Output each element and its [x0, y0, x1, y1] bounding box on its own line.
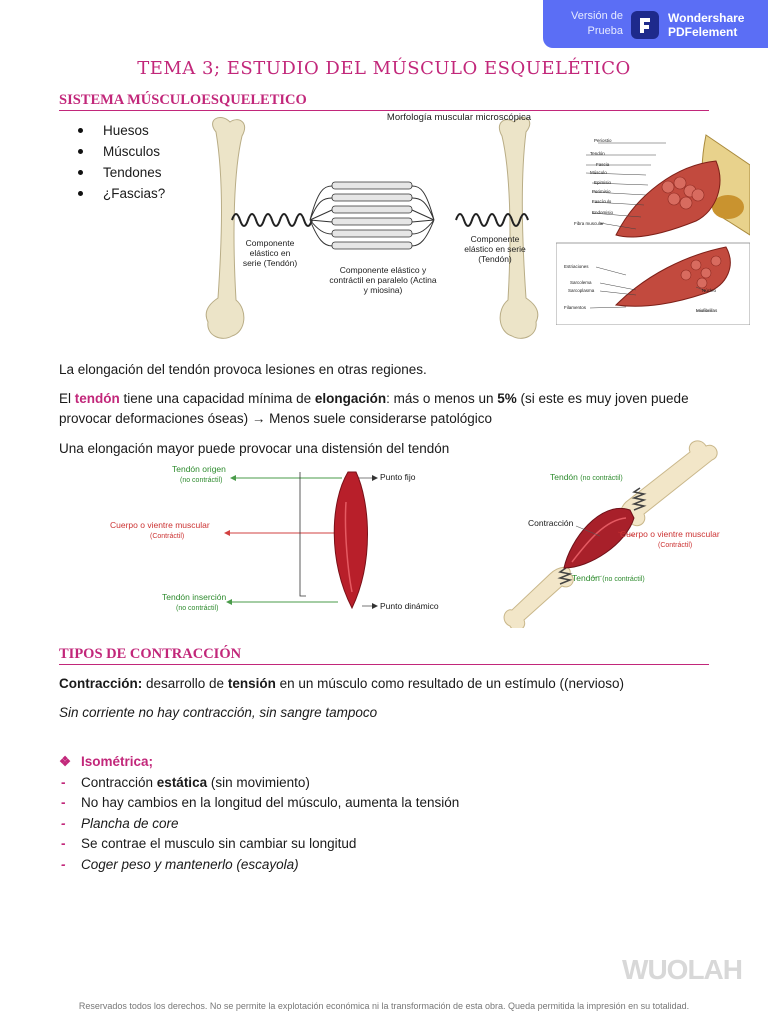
label-paralelo: Componente elástico y contráctil en para… — [329, 265, 437, 295]
anatomy-label: Miofibrillas — [696, 308, 718, 313]
anatomy-label: Endomisio — [592, 210, 614, 215]
muscle-contraction-figure: Tendón (no contráctil) Contracción Cuerp… — [500, 440, 768, 631]
footer-rights: Reservados todos los derechos. No se per… — [78, 1001, 690, 1011]
muscle-parts-illustration — [224, 471, 378, 610]
list-item: No hay cambios en la longitud del múscul… — [59, 793, 459, 814]
paragraph-contraccion-definicion: Contracción: desarrollo de tensión en un… — [59, 676, 625, 691]
anatomy-label: Tendón — [590, 151, 605, 156]
label-contractil: (Contráctil) — [658, 542, 693, 549]
label-tendon-origen: Tendón origen — [172, 464, 226, 474]
muscle-parts-figure: Tendón origen (no contráctil) Cuerpo o v… — [100, 462, 460, 620]
anatomy-label: Fascículo — [592, 199, 612, 204]
label-no-contractil: (no contráctil) — [180, 477, 223, 484]
label-contractil: (Contráctil) — [150, 533, 185, 540]
paragraph-nota: Sin corriente no hay contracción, sin sa… — [59, 705, 378, 720]
list-item: ¿Fascias? — [75, 183, 165, 204]
label-cuerpo-muscular: Cuerpo o vientre muscular — [110, 520, 210, 530]
label-tendon-top: Tendón (no contráctil) — [550, 472, 623, 482]
label-cuerpo-muscular: Cuerpo o vientre muscular — [620, 529, 720, 539]
page-title: TEMA 3; ESTUDIO DEL MÚSCULO ESQUELÉTICO — [137, 58, 631, 79]
list-item: Plancha de core — [59, 814, 459, 835]
list-item: Coger peso y mantenerlo (escayola) — [59, 855, 459, 876]
figure-title: Morfología muscular microscópica — [386, 112, 532, 123]
anatomy-label: Sarcolema — [570, 280, 592, 285]
paragraph-elongacion: La elongación del tendón provoca lesione… — [59, 362, 427, 377]
list-heading-isometrica: ❖Isométrica; — [59, 752, 459, 773]
label-tendon-bottom: Tendón (no contráctil) — [572, 573, 645, 583]
bullet-list: Huesos Músculos Tendones ¿Fascias? — [75, 120, 165, 204]
diamond-bullet-icon: ❖ — [59, 754, 72, 769]
isometrica-list: ❖Isométrica; Contracción estática (sin m… — [59, 752, 459, 875]
arrow-right-icon: → — [251, 411, 266, 426]
label-punto-fijo: Punto fijo — [380, 472, 416, 482]
muscle-contraction-illustration — [503, 440, 718, 631]
list-item: Tendones — [75, 162, 165, 183]
label-serie-left: Componente elástico en serie (Tendón) — [242, 238, 298, 268]
list-item: Músculos — [75, 141, 165, 162]
anatomy-label: Fascia — [596, 162, 610, 167]
anatomy-label: Fibra muscular — [574, 221, 604, 226]
muscle-model-figure: Morfología muscular microscópica Compone… — [198, 110, 550, 346]
label-tendon-insercion: Tendón inserción — [162, 592, 227, 602]
label-contraccion: Contracción — [528, 518, 574, 528]
muscle-anatomy-illustration — [555, 134, 751, 326]
list-item: Se contrae el musculo sin cambiar su lon… — [59, 834, 459, 855]
section-heading-sistema: SISTEMA MÚSCULOESQUELETICO — [59, 92, 709, 111]
muscle-model-illustration — [205, 117, 539, 339]
list-item: Contracción estática (sin movimiento) — [59, 773, 459, 794]
paragraph-distension: Una elongación mayor puede provocar una … — [59, 441, 450, 456]
anatomy-label: Periostio — [594, 138, 612, 143]
brand-name: Wondershare PDFelement — [668, 11, 745, 39]
paragraph-tendon-capacidad: El tendón tiene una capacidad mínima de … — [59, 391, 689, 426]
pdfelement-badge[interactable]: Versión de Prueba Wondershare PDFelement — [543, 0, 768, 48]
anatomy-label: Sarcoplasma — [568, 288, 595, 293]
muscle-anatomy-figure: Periostio Tendón Fascia Músculo Epimisio… — [555, 125, 751, 326]
wuolah-logo: WUOLAH — [622, 954, 743, 985]
pdfelement-logo-icon — [631, 11, 659, 39]
label-no-contractil: (no contráctil) — [176, 605, 219, 612]
anatomy-label: Perimisio — [592, 189, 611, 194]
anatomy-label: Músculo — [590, 170, 607, 175]
label-serie-right: Componente elástico en serie (Tendón) — [464, 234, 526, 264]
label-punto-dinamico: Punto dinámico — [380, 601, 439, 611]
list-item: Huesos — [75, 120, 165, 141]
section-heading-tipos: TIPOS DE CONTRACCIÓN — [59, 646, 709, 665]
anatomy-label: Filamentos — [564, 305, 587, 310]
anatomy-label: Núcleo — [702, 288, 717, 293]
highlight-tendon: tendón — [74, 391, 120, 406]
version-label: Versión de Prueba — [571, 10, 623, 37]
anatomy-label: Epimisio — [594, 180, 612, 185]
anatomy-label: Estriaciones — [564, 264, 589, 269]
